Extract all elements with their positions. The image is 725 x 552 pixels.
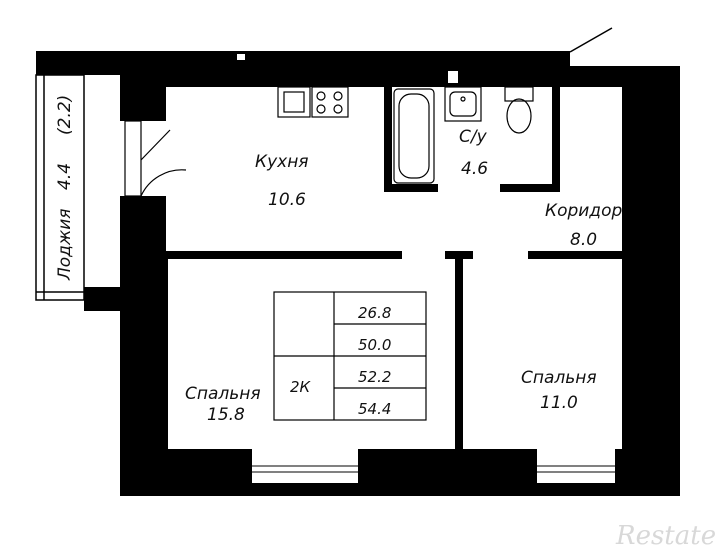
corridor-name: Коридор: [545, 201, 622, 221]
area-total: 50.0: [358, 336, 391, 354]
loggia-name: Лоджия: [55, 208, 75, 281]
apartment-type: 2К: [290, 378, 312, 396]
bottom-windows: [252, 449, 615, 483]
area-living: 26.8: [358, 304, 391, 322]
exterior-walls: [36, 51, 680, 496]
area-with-loggia-reduced: 52.2: [358, 368, 391, 386]
kitchen-name: Кухня: [255, 152, 309, 172]
kitchen-area: 10.6: [268, 190, 306, 210]
bathroom-fixtures: [393, 86, 534, 184]
loggia-area: 4.4: [55, 163, 75, 190]
corridor-wardrobe: [623, 88, 663, 252]
loggia: [35, 74, 85, 301]
watermark: Restate: [615, 521, 716, 551]
top-wall-details: [237, 54, 458, 83]
entry-door: [569, 27, 613, 53]
interior-walls: [160, 87, 662, 449]
kitchen-fixtures: [277, 86, 349, 118]
corridor-area: 8.0: [570, 230, 597, 250]
loggia-door: [124, 120, 187, 197]
summary-table: [273, 291, 427, 421]
bedroom-left-name: Спальня: [185, 384, 261, 404]
bedroom-left-area: 15.8: [207, 405, 245, 425]
bathroom-name: С/у: [459, 127, 488, 147]
loggia-reduced-area: (2.2): [55, 95, 75, 135]
bedroom-right-name: Спальня: [521, 368, 597, 388]
bedroom-right-area: 11.0: [540, 393, 578, 413]
area-with-loggia-full: 54.4: [358, 400, 391, 418]
bathroom-area: 4.6: [461, 159, 488, 179]
